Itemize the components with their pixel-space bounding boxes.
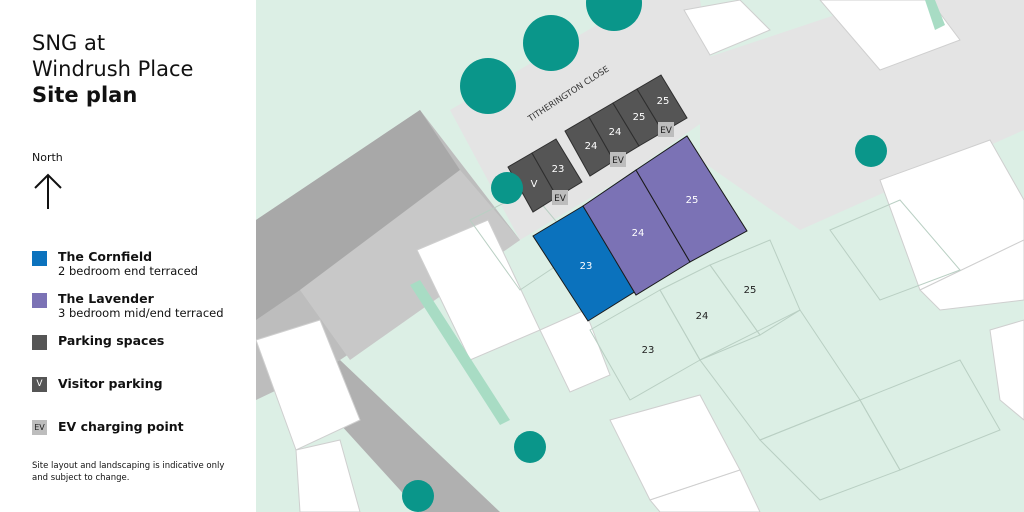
legend-name: Visitor parking (58, 376, 163, 391)
legend-item-lavender: The Lavender 3 bedroom mid/end terraced (32, 292, 224, 320)
ev-badge: EV (32, 420, 47, 435)
parking-label: V (531, 179, 538, 190)
garden-label: 25 (744, 285, 757, 296)
title-line-2: Windrush Place (32, 57, 194, 81)
access-road (700, 0, 1024, 230)
road-carriageway (256, 110, 460, 320)
garden-label: 23 (642, 345, 655, 356)
plot-label: 24 (632, 228, 645, 239)
highlighted-plots (532, 135, 748, 322)
plot-labels: 23 24 25 (580, 195, 699, 272)
title-line-1: SNG at (32, 31, 106, 55)
tree-icon (460, 58, 516, 114)
parking-label: 23 (552, 164, 565, 175)
plot-label: 23 (580, 261, 593, 272)
site-plan-svg: TITHERINGTON CLOSE V 23 24 24 25 25 EV E… (256, 0, 1024, 512)
legend-desc: 3 bedroom mid/end terraced (58, 306, 224, 320)
tree-icon (523, 15, 579, 71)
legend-item-ev: EV EV charging point (32, 420, 184, 435)
parking-space (636, 74, 688, 133)
title-line-3: Site plan (32, 83, 138, 107)
parking-label: 24 (585, 141, 598, 152)
legend-name: EV charging point (58, 419, 184, 434)
existing-buildings (256, 0, 1024, 512)
tree-icon (855, 135, 887, 167)
parking-space (531, 138, 583, 198)
parking-label: 25 (657, 96, 670, 107)
ev-charging-badge (658, 122, 674, 137)
parking-labels: V 23 24 24 25 25 (531, 96, 670, 190)
legend-panel: SNG at Windrush Place Site plan North Th… (0, 0, 256, 512)
trees (402, 0, 887, 512)
legend-name: The Lavender (58, 291, 154, 306)
parking-spaces (507, 74, 688, 213)
garden-labels: 23 24 25 (642, 285, 757, 356)
legend-item-cornfield: The Cornfield 2 bedroom end terraced (32, 250, 198, 278)
parking-label: 25 (633, 112, 646, 123)
north-arrow-icon (34, 173, 62, 209)
tree-icon (586, 0, 642, 31)
tree-icon (514, 431, 546, 463)
north-label: North (32, 151, 63, 164)
legend-desc: 2 bedroom end terraced (58, 264, 198, 278)
legend-item-visitor: V Visitor parking (32, 377, 163, 392)
lavender-swatch (32, 293, 47, 308)
garden-label: 24 (696, 311, 709, 322)
legend-item-parking: Parking spaces (32, 334, 164, 350)
ev-badges: EV EV EV (552, 122, 674, 205)
ev-label: EV (554, 194, 567, 204)
parking-swatch (32, 335, 47, 350)
disclaimer-note: Site layout and landscaping is indicativ… (32, 461, 225, 483)
tree-icon (402, 480, 434, 512)
legend-name: The Cornfield (58, 249, 153, 264)
visitor-badge: V (32, 377, 47, 392)
ev-charging-badge (610, 152, 626, 167)
green-verge-north (925, 0, 945, 30)
road-verge (300, 170, 520, 360)
lavender-plot-25[interactable] (635, 135, 748, 263)
site-map[interactable]: TITHERINGTON CLOSE V 23 24 24 25 25 EV E… (256, 0, 1024, 512)
plot-label: 25 (686, 195, 699, 206)
parking-label: 24 (609, 127, 622, 138)
green-verge (410, 280, 510, 425)
legend-name: Parking spaces (58, 333, 165, 348)
ev-label: EV (660, 126, 673, 136)
cornfield-swatch (32, 251, 47, 266)
ev-label: EV (612, 156, 625, 166)
tree-icon (491, 172, 523, 204)
page-title: SNG at Windrush Place Site plan (32, 30, 193, 108)
ev-charging-badge (552, 190, 568, 205)
